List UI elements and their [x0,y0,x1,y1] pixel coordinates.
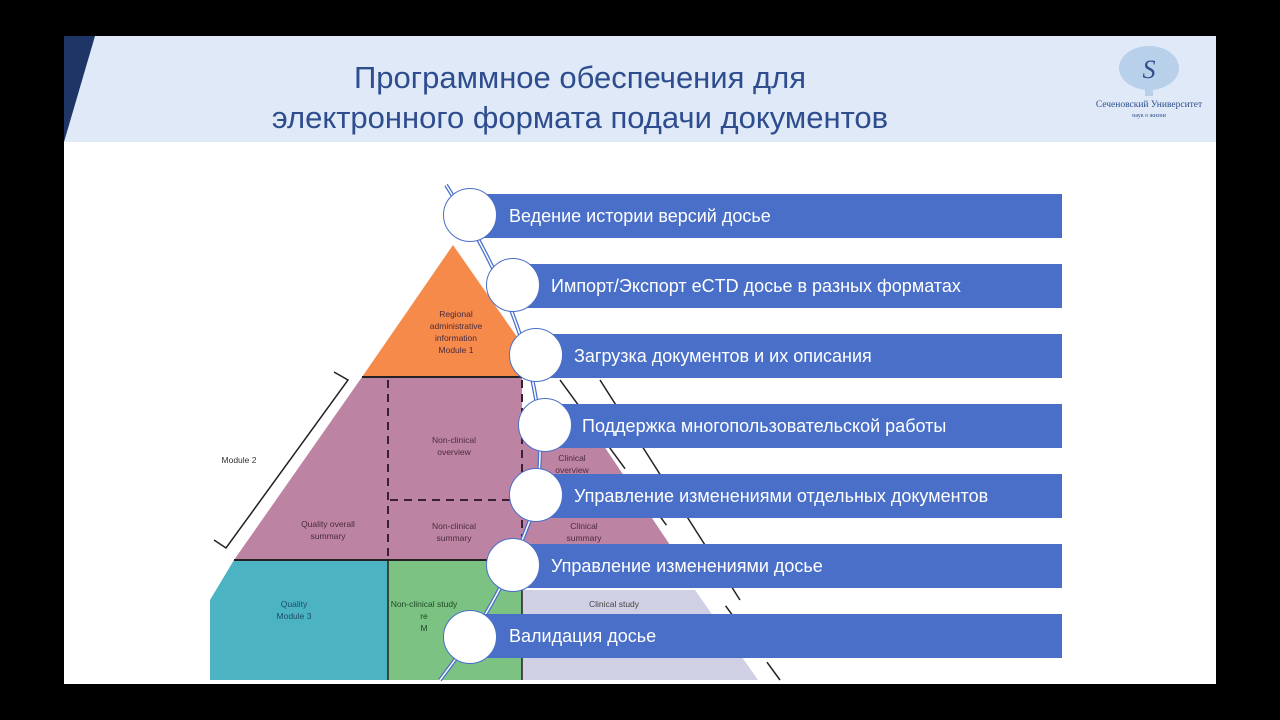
clinical-study-label: Clinical study [588,599,640,609]
bullet-circle-icon [509,468,563,522]
module1-region [362,245,545,377]
quality-module3 [210,560,388,680]
feature-bar: Загрузка документов и их описания [536,334,1062,378]
title-line-1: Программное обеспечения для [354,60,806,95]
feature-bar: Валидация досье [470,614,1062,658]
bullet-circle-icon [486,258,540,312]
bullet-circle-icon [486,538,540,592]
title-line-2: электронного формата подачи документов [271,100,889,135]
feature-bar: Ведение истории версий досье [470,194,1062,238]
svg-text:S: S [1143,55,1156,84]
module2-bracket [213,371,350,550]
slide-title: Программное обеспечения для электронного… [164,58,996,138]
bullet-circle-icon [518,398,572,452]
header-accent [64,36,95,142]
bullet-circle-icon [443,188,497,242]
bullet-circle-icon [443,610,497,664]
feature-bar: Поддержка многопользовательской работы [545,404,1062,448]
module2-label: Module 2 [221,455,257,465]
tree-logo-icon: S [1119,46,1179,96]
slide-header: Программное обеспечения для электронного… [64,36,1216,142]
feature-bar: Импорт/Экспорт eCTD досье в разных форма… [513,264,1062,308]
logo-motto: наук о жизни [1132,113,1166,119]
presentation-slide: Программное обеспечения для электронного… [64,36,1216,684]
feature-bar: Управление изменениями досье [513,544,1062,588]
university-logo: S Сеченовский Университет наук о жизни [1084,40,1214,130]
bullet-circle-icon [509,328,563,382]
feature-bar: Управление изменениями отдельных докумен… [536,474,1062,518]
module2-region [234,377,522,560]
logo-name: Сеченовский Университет [1095,100,1203,110]
